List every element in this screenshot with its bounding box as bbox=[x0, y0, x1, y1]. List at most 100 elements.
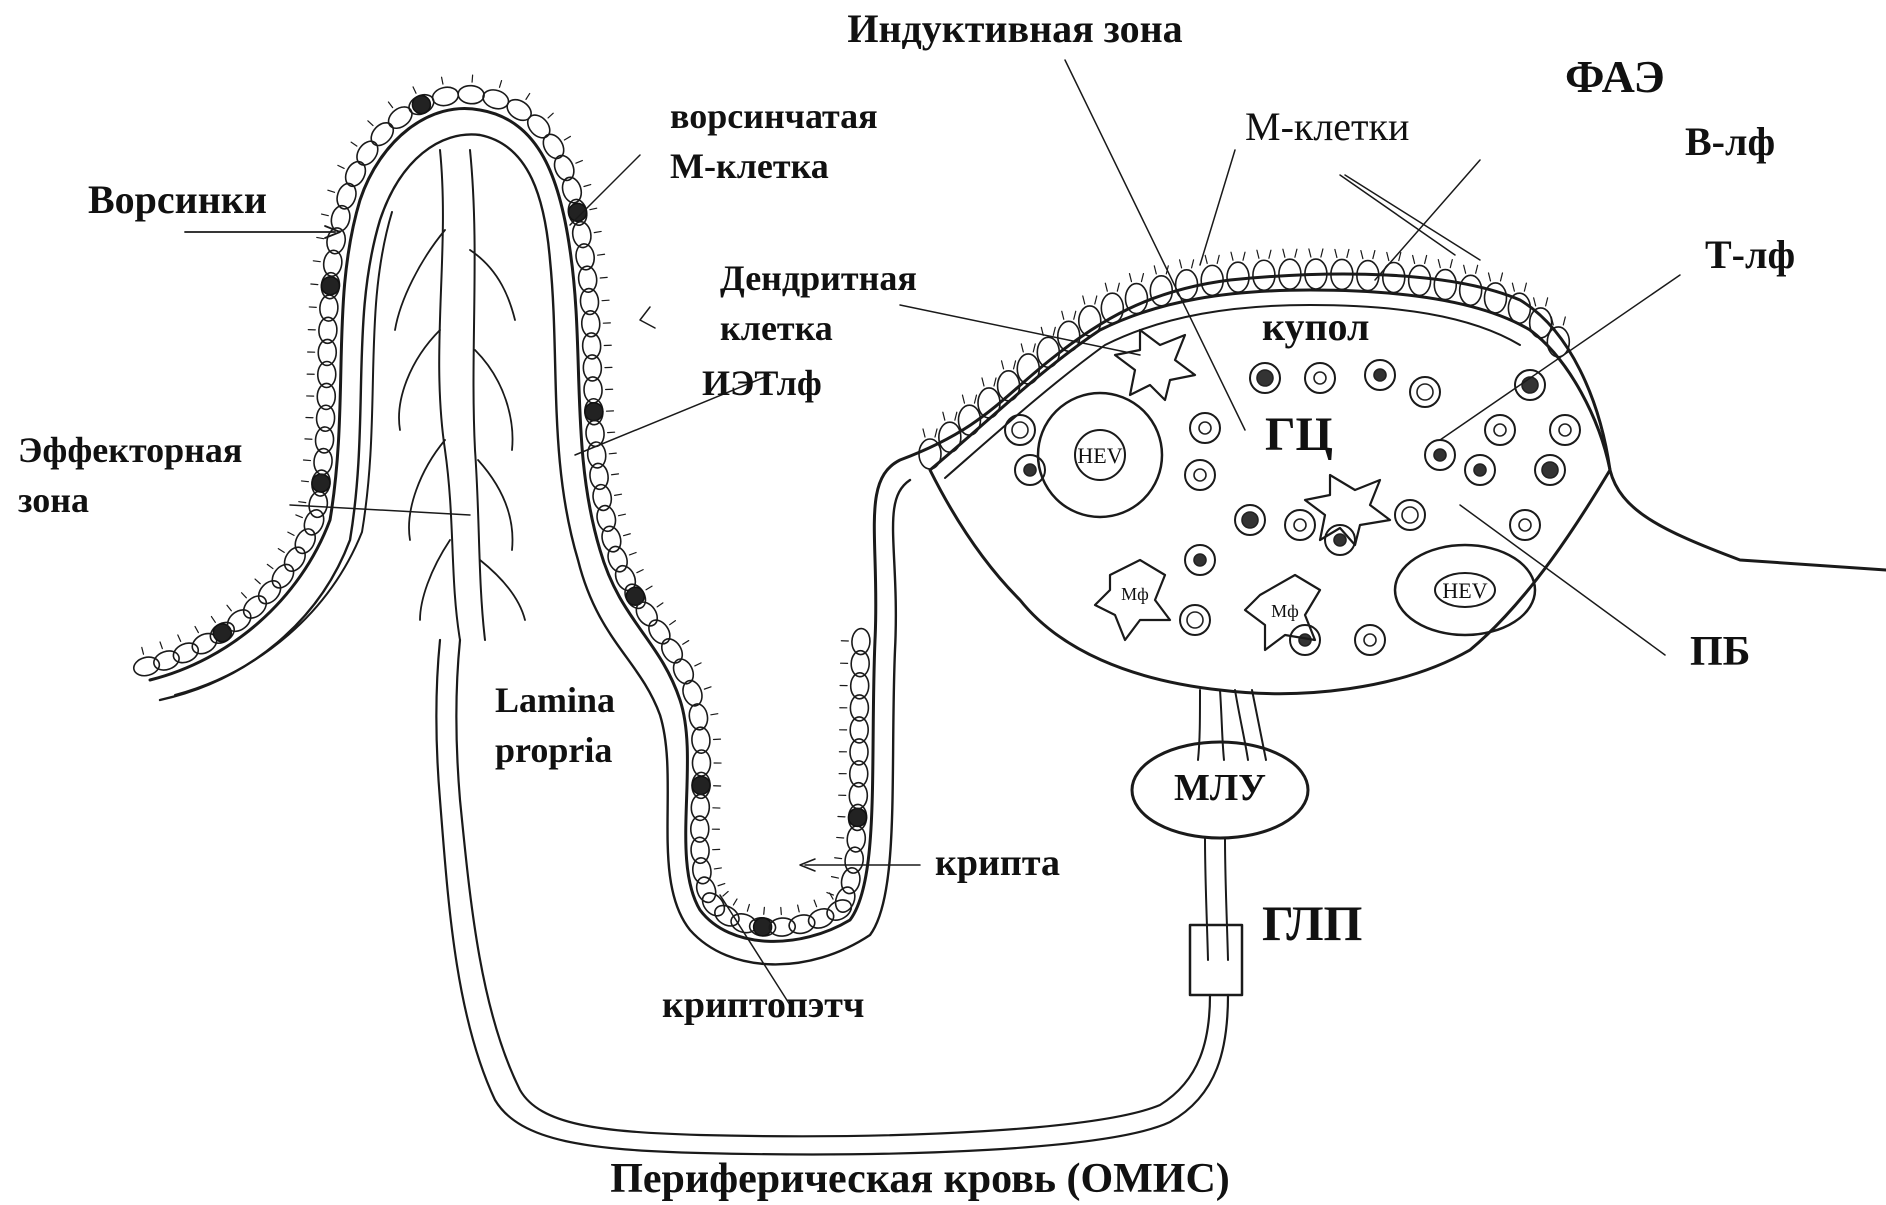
lymphocyte bbox=[1185, 460, 1215, 490]
lymphocyte bbox=[1395, 500, 1425, 530]
label-glp: ГЛП bbox=[1262, 895, 1362, 951]
epithelial-cell bbox=[595, 504, 626, 533]
epithelial-cell bbox=[841, 628, 870, 655]
lymphocyte bbox=[1005, 415, 1035, 445]
epithelial-cell bbox=[584, 377, 613, 404]
epithelial-cell bbox=[692, 750, 721, 776]
epithelial-cell bbox=[691, 857, 721, 885]
macrophage-tag: Mф bbox=[1271, 601, 1299, 621]
epithelial-cell bbox=[840, 695, 869, 721]
epithelial-cell bbox=[170, 635, 201, 666]
label-villous-m-cell-1: ворсинчатая bbox=[670, 96, 878, 136]
epithelial-cell bbox=[481, 81, 511, 112]
label-mlu: МЛУ bbox=[1174, 767, 1266, 809]
epithelial-cell bbox=[787, 905, 816, 936]
epithelial-cell bbox=[840, 717, 869, 743]
lymphocyte bbox=[1235, 505, 1265, 535]
lymphocyte bbox=[1285, 510, 1315, 540]
hev-label: HEV bbox=[1077, 443, 1122, 468]
label-inductive-zone: Индуктивная зона bbox=[847, 6, 1182, 51]
fae-cell bbox=[1253, 250, 1275, 290]
epithelial-cell bbox=[832, 866, 863, 895]
lymphocyte bbox=[1250, 363, 1280, 393]
lymphocyte bbox=[1305, 363, 1335, 393]
label-peripheral-blood: Периферическая кровь (ОМИС) bbox=[610, 1156, 1230, 1202]
epithelial-cell bbox=[132, 647, 162, 678]
epithelial-cell bbox=[599, 524, 630, 554]
epithelial-cell bbox=[457, 75, 484, 105]
label-villi: Ворсинки bbox=[88, 177, 267, 222]
epithelial-cell bbox=[693, 875, 724, 905]
follicle-dome bbox=[930, 290, 1610, 694]
epithelial-cell bbox=[839, 782, 868, 808]
label-gc: ГЦ bbox=[1265, 408, 1333, 461]
epithelial-cell bbox=[840, 673, 869, 699]
lymphocyte bbox=[1365, 360, 1395, 390]
fae-cell bbox=[1357, 251, 1379, 291]
label-m-cells: М-клетки bbox=[1245, 104, 1409, 149]
epithelial-cell bbox=[769, 908, 796, 937]
epithelial-cell bbox=[692, 772, 721, 799]
epithelial-cell bbox=[839, 739, 868, 765]
fae-cell bbox=[1331, 249, 1353, 289]
epithelial-cell bbox=[431, 77, 460, 108]
lymphocyte bbox=[1180, 605, 1210, 635]
fae-cell bbox=[1279, 249, 1301, 289]
epithelial-cell bbox=[691, 794, 720, 821]
fae-cell bbox=[1305, 249, 1327, 289]
label-dendritic-cell-1: Дендритная bbox=[720, 258, 917, 298]
epithelial-cell bbox=[307, 383, 336, 409]
epithelial-cell bbox=[841, 650, 870, 676]
diagram-labels: Индуктивная зона ФАЭ М-клетки В-лф Т-лф … bbox=[18, 6, 1795, 1202]
label-cryptopatch: криптопэтч bbox=[662, 984, 864, 1026]
label-b-lf: В-лф bbox=[1685, 119, 1775, 164]
label-pb: ПБ bbox=[1690, 629, 1750, 675]
hev-label: HEV bbox=[1442, 578, 1487, 603]
epithelial-cell bbox=[151, 642, 181, 673]
label-t-lf: Т-лф bbox=[1705, 232, 1795, 277]
lymphocyte bbox=[1485, 415, 1515, 445]
epithelial-cell bbox=[583, 355, 612, 382]
epithelial-cell bbox=[581, 310, 610, 337]
label-villous-m-cell-2: М-клетка bbox=[670, 146, 829, 186]
label-crypt: крипта bbox=[935, 842, 1060, 884]
label-dendritic-cell-2: клетка bbox=[720, 308, 833, 348]
epithelial-cell bbox=[582, 333, 611, 360]
lymphocyte bbox=[1510, 510, 1540, 540]
fae-cells bbox=[919, 249, 1569, 469]
label-effector-zone-1: Эффекторная bbox=[18, 430, 242, 470]
lymphocyte bbox=[1550, 415, 1580, 445]
lymphocyte bbox=[1355, 625, 1385, 655]
fae-cell bbox=[1227, 252, 1249, 292]
hev-right: HEV bbox=[1395, 545, 1535, 635]
epithelial-cell bbox=[839, 761, 868, 787]
macrophage-tag: Mф bbox=[1121, 584, 1149, 604]
label-dome: купол bbox=[1262, 304, 1369, 349]
lymph-vessels bbox=[1198, 690, 1266, 760]
lymphocyte bbox=[1535, 455, 1565, 485]
lymphocyte bbox=[1185, 545, 1215, 575]
lymphocyte bbox=[1190, 413, 1220, 443]
lymphocyte bbox=[1465, 455, 1495, 485]
label-effector-zone-2: зона bbox=[18, 480, 89, 520]
hev-left: HEV bbox=[1038, 393, 1162, 517]
epithelial-cell bbox=[591, 483, 621, 512]
epithelial-cell bbox=[560, 175, 591, 205]
fae-cell bbox=[1201, 255, 1223, 295]
epithelial-cell bbox=[580, 288, 609, 315]
label-lamina-propria-2: propria bbox=[495, 730, 612, 770]
epithelial-cell bbox=[308, 339, 337, 365]
lamina-propria-vessels bbox=[395, 150, 525, 640]
epithelial-cell bbox=[367, 118, 398, 149]
label-ietlf: ИЭТлф bbox=[702, 363, 822, 403]
lymphocyte bbox=[1425, 440, 1455, 470]
epithelial-cell bbox=[588, 462, 618, 490]
label-lamina-propria-1: Lamina bbox=[495, 680, 615, 720]
epithelial-cell bbox=[307, 361, 336, 387]
epithelial-cell bbox=[308, 317, 337, 344]
epithelial-cell bbox=[309, 295, 338, 322]
epithelial-cell bbox=[691, 727, 720, 754]
label-fae: ФАЭ bbox=[1565, 51, 1665, 102]
lymphocyte bbox=[1410, 377, 1440, 407]
